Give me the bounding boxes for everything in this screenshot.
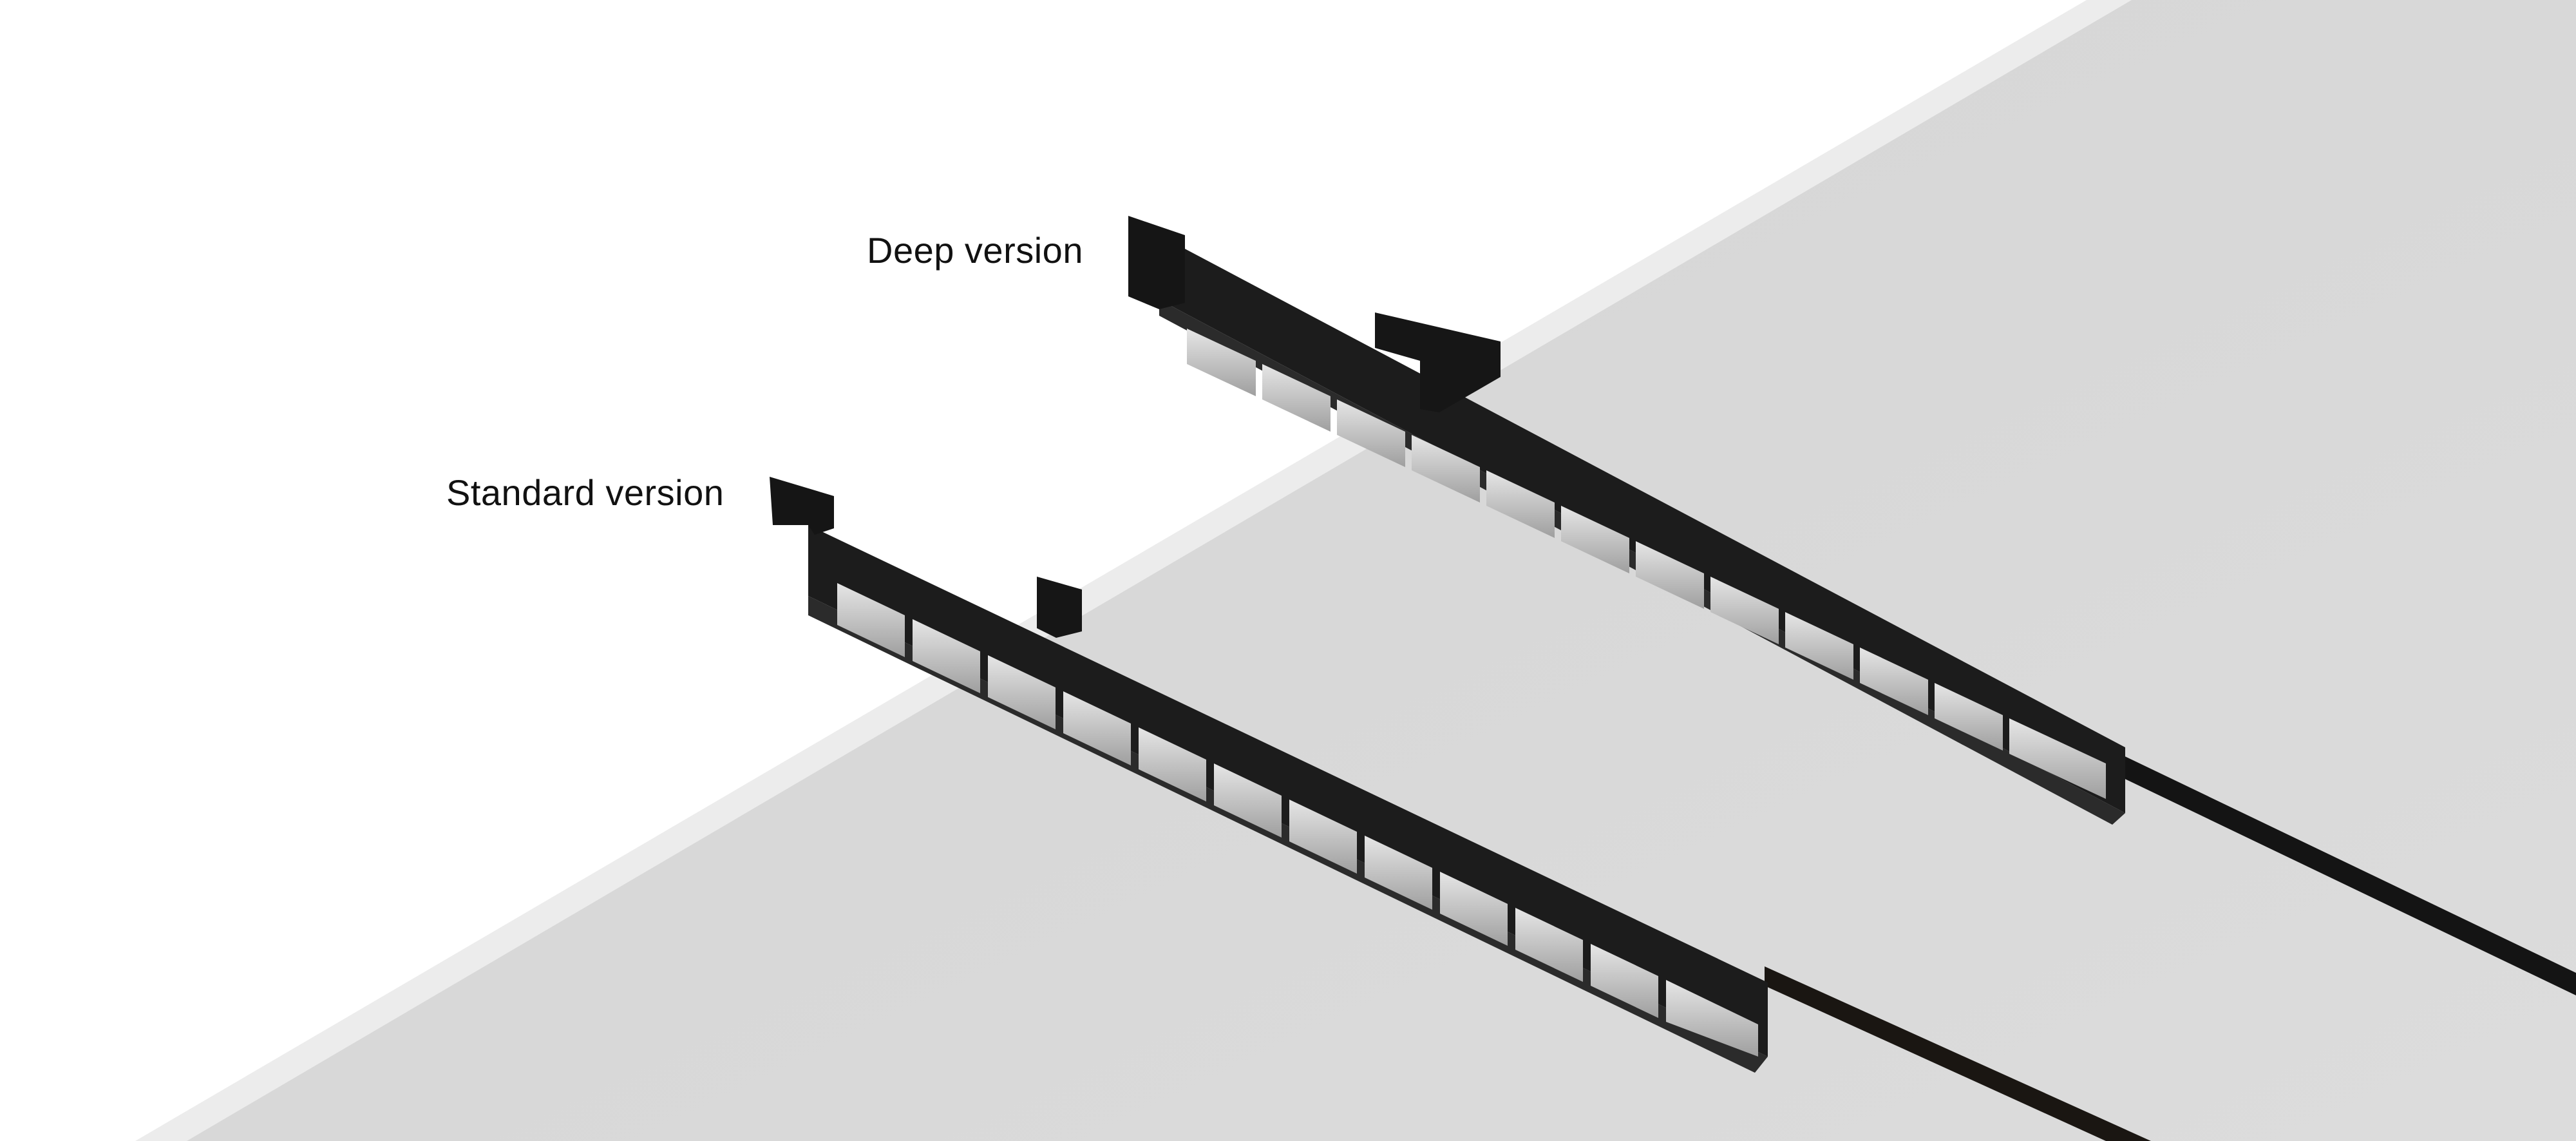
lens-cell xyxy=(1262,364,1331,432)
fixture-standard-adapter xyxy=(1037,577,1082,638)
lens-cell xyxy=(1515,908,1583,982)
lens-cell xyxy=(1289,800,1357,874)
track-standard xyxy=(1765,966,2151,1141)
ceiling-plane xyxy=(187,0,2576,1141)
track-deep xyxy=(2099,744,2576,995)
lens-cell xyxy=(988,655,1056,729)
lens-cell xyxy=(913,619,980,693)
lens-cell xyxy=(1785,612,1853,680)
lens-cell xyxy=(1591,944,1658,1018)
lens-cell xyxy=(1139,727,1206,801)
lens-cell xyxy=(1561,506,1629,573)
lens-cell xyxy=(1710,577,1779,644)
lens-cell xyxy=(1440,872,1508,946)
fixture-standard-head xyxy=(770,477,834,535)
lens-cell xyxy=(1486,470,1555,538)
lens-cell xyxy=(1636,541,1704,609)
lens-cell xyxy=(2009,718,2106,799)
fixture-deep xyxy=(1128,216,2125,825)
lens-cell xyxy=(1666,980,1758,1057)
fixture-deep-lens-row xyxy=(1187,329,2106,799)
standard-version-label: Standard version xyxy=(446,472,724,513)
lens-cell xyxy=(1214,763,1282,838)
fixture-standard-lens-row xyxy=(837,583,1758,1057)
lens-cell xyxy=(1935,683,2003,751)
deep-version-label: Deep version xyxy=(867,230,1083,271)
lens-cell xyxy=(837,583,905,657)
fixture-standard xyxy=(770,477,1768,1073)
lens-cell xyxy=(1187,329,1256,396)
fixture-deep-head xyxy=(1128,216,1185,309)
lens-cell xyxy=(1365,836,1432,910)
lens-cell xyxy=(1337,399,1405,467)
fixture-deep-adapter xyxy=(1375,312,1501,412)
lens-cell xyxy=(1063,691,1131,765)
lens-cell xyxy=(1860,647,1928,715)
lens-cell xyxy=(1412,435,1480,503)
